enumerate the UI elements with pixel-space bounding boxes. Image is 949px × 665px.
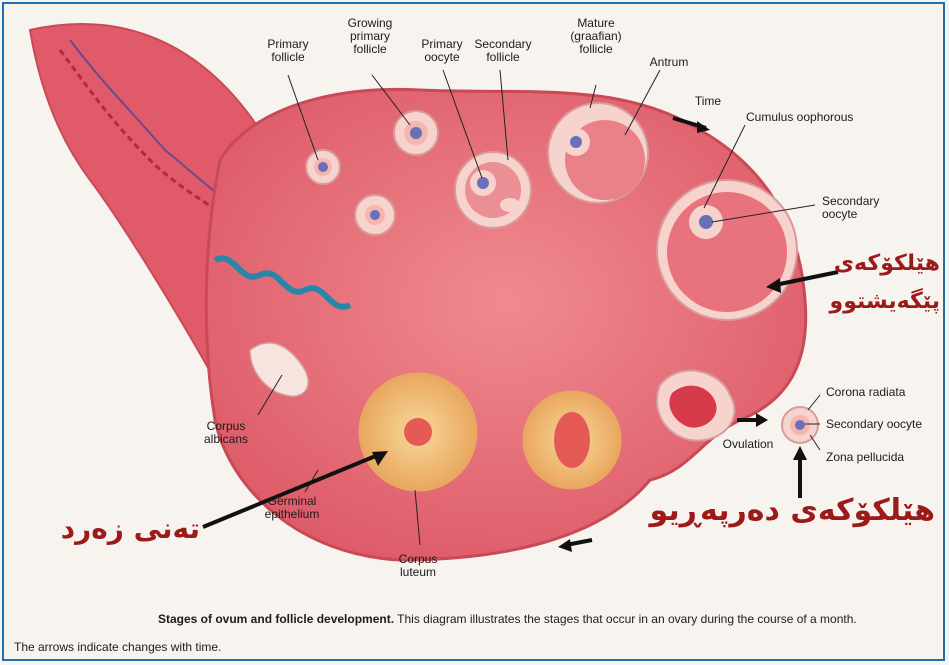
frame-border bbox=[2, 2, 945, 661]
